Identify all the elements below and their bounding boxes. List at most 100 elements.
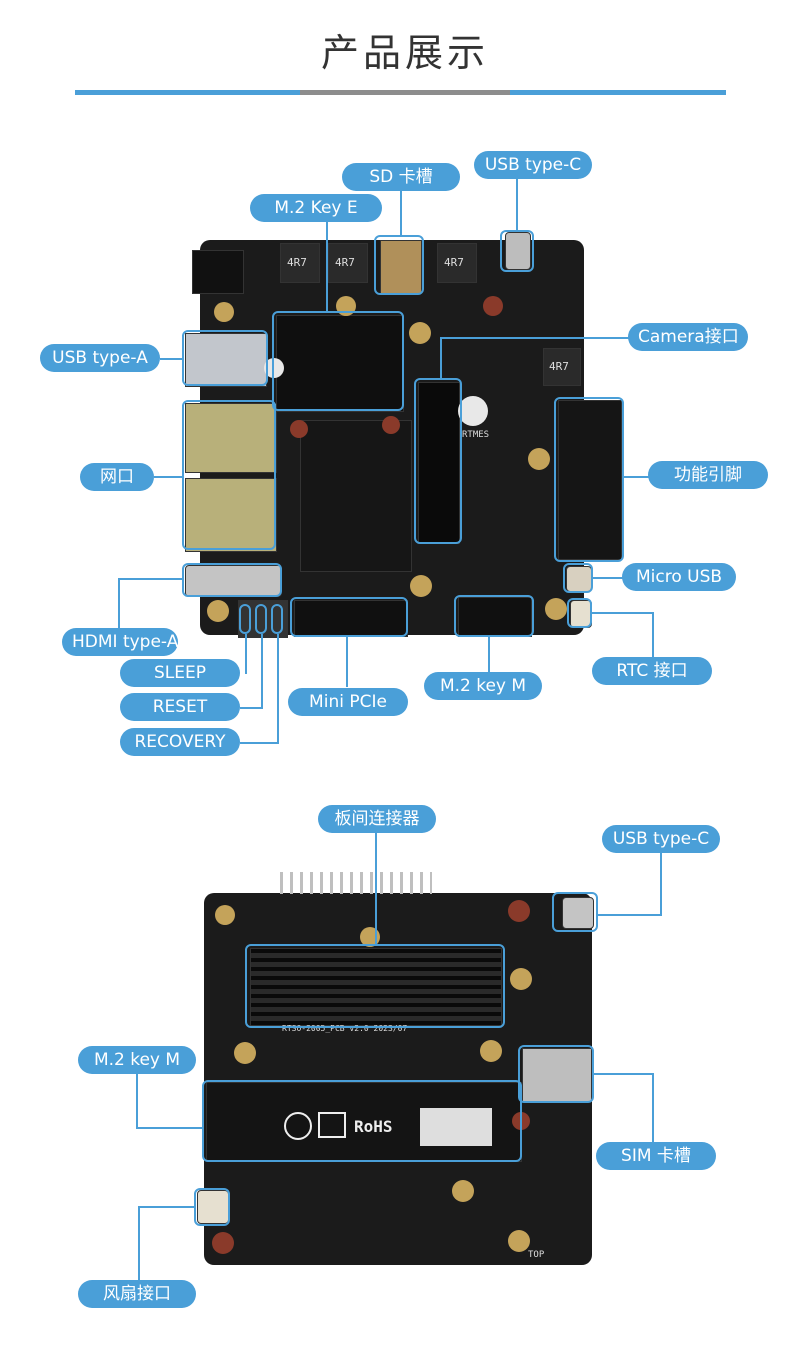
highlight-reset-btn xyxy=(255,604,267,634)
dc-jack xyxy=(192,250,244,294)
highlight-sleep-btn xyxy=(239,604,251,634)
highlight-m2m-back xyxy=(202,1080,522,1162)
highlight-ethernet xyxy=(182,400,276,550)
label-b2b: 板间连接器 xyxy=(318,805,436,833)
leader-usb-c-back-h xyxy=(598,914,662,916)
highlight-micro-usb xyxy=(563,563,593,593)
leader-camera-h xyxy=(440,337,630,339)
ethernet-port-1 xyxy=(185,403,277,473)
m2-key-m-slot xyxy=(458,597,532,637)
mount-hole-3 xyxy=(409,322,431,344)
highlight-m2m xyxy=(454,595,534,637)
highlight-rtc xyxy=(567,598,592,628)
soc-area xyxy=(300,420,412,572)
highlight-mini-pcie xyxy=(290,597,408,637)
back-hole-5 xyxy=(480,1040,502,1062)
m2-key-e-slot xyxy=(276,315,404,412)
leader-rtc-v xyxy=(652,612,654,658)
leader-recovery-v xyxy=(277,634,279,743)
leader-usb-c xyxy=(516,178,518,230)
leader-fan-v xyxy=(138,1206,140,1280)
usb-c-port-back xyxy=(562,897,594,929)
sd-slot xyxy=(380,240,422,294)
title-underline-mid xyxy=(300,90,510,95)
page-title: 产品展示 xyxy=(320,31,489,75)
back-hole-1 xyxy=(215,905,235,925)
highlight-recovery-btn xyxy=(271,604,283,634)
leader-m2m-back-h xyxy=(136,1127,202,1129)
rohs-label: RoHS xyxy=(354,1117,393,1136)
mini-pcie-slot xyxy=(294,600,408,637)
pin-header-row xyxy=(280,872,432,894)
back-hole-6 xyxy=(452,1180,474,1202)
label-hdmi: HDMI type-A xyxy=(62,628,178,656)
label-ethernet: 网口 xyxy=(80,463,154,491)
label-fan: 风扇接口 xyxy=(78,1280,196,1308)
back-hole-7 xyxy=(508,1230,530,1252)
back-hole-red-2 xyxy=(212,1232,234,1254)
sim-slot xyxy=(522,1048,592,1102)
label-mini-pcie: Mini PCIe xyxy=(288,688,408,716)
mount-hole-4 xyxy=(528,448,550,470)
leader-reset-v xyxy=(261,634,263,708)
leader-m2m-back-v xyxy=(136,1073,138,1129)
title-underline-left xyxy=(75,90,300,95)
highlight-usb-c-back xyxy=(552,892,598,932)
usb-c-port xyxy=(505,232,531,270)
label-usb-c: USB type-C xyxy=(474,151,592,179)
label-gpio: 功能引脚 xyxy=(648,461,768,489)
leader-rtc-h xyxy=(592,612,654,614)
highlight-sim xyxy=(518,1045,594,1103)
mount-hole-red-1 xyxy=(483,296,503,316)
highlight-usb-c xyxy=(500,230,534,272)
leader-sim-v xyxy=(652,1073,654,1143)
back-hole-3 xyxy=(510,968,532,990)
mount-hole-white xyxy=(264,358,284,378)
leader-fan-h xyxy=(138,1206,194,1208)
label-camera: Camera接口 xyxy=(628,323,748,351)
inductor-1: 4R7 xyxy=(280,243,320,283)
leader-mini-pcie xyxy=(346,637,348,687)
label-sd-slot: SD 卡槽 xyxy=(342,163,460,191)
leader-m2e xyxy=(326,220,328,311)
esd-icon xyxy=(318,1112,346,1138)
pcb-revision-label: RTSO-2005_PCB v2.0 2023/07 xyxy=(282,1024,408,1033)
leader-sd xyxy=(400,190,402,235)
brand-label: RTMES xyxy=(462,430,490,440)
b2b-connector xyxy=(250,948,502,1026)
brand-logo-icon xyxy=(458,396,488,426)
camera-connector xyxy=(418,382,460,544)
highlight-sd xyxy=(374,235,424,295)
leader-hdmi-v xyxy=(118,578,120,628)
label-m2-key-e: M.2 Key E xyxy=(250,194,382,222)
label-sleep: SLEEP xyxy=(120,659,240,687)
highlight-fan xyxy=(194,1188,230,1226)
no-pb-icon xyxy=(284,1112,312,1140)
label-m2-key-m-front: M.2 key M xyxy=(424,672,542,700)
title-underline-right xyxy=(510,90,726,95)
fan-connector xyxy=(197,1190,229,1224)
leader-reset-h xyxy=(240,707,263,709)
mount-hole-1 xyxy=(214,302,234,322)
label-sim: SIM 卡槽 xyxy=(596,1142,716,1170)
inductor-4: 4R7 xyxy=(543,348,581,386)
mount-hole-6 xyxy=(545,598,567,620)
leader-camera-v xyxy=(440,337,442,378)
gpio-header xyxy=(558,400,622,560)
highlight-hdmi xyxy=(182,563,282,597)
leader-m2m xyxy=(488,637,490,673)
leader-micro-usb xyxy=(593,577,623,579)
label-m2-key-m-back: M.2 key M xyxy=(78,1046,196,1074)
leader-usb-a xyxy=(160,358,182,360)
leader-hdmi-h xyxy=(118,578,182,580)
leader-sleep xyxy=(245,634,247,674)
ssd-label-patch xyxy=(420,1108,492,1146)
leader-recovery-h xyxy=(240,742,279,744)
top-marker: TOP xyxy=(528,1250,545,1260)
leader-usb-c-back-v xyxy=(660,852,662,916)
ethernet-port-2 xyxy=(185,478,277,552)
label-usb-a: USB type-A xyxy=(40,344,160,372)
highlight-camera xyxy=(414,378,462,544)
highlight-m2e xyxy=(272,311,404,411)
back-hole-red-1 xyxy=(508,900,530,922)
